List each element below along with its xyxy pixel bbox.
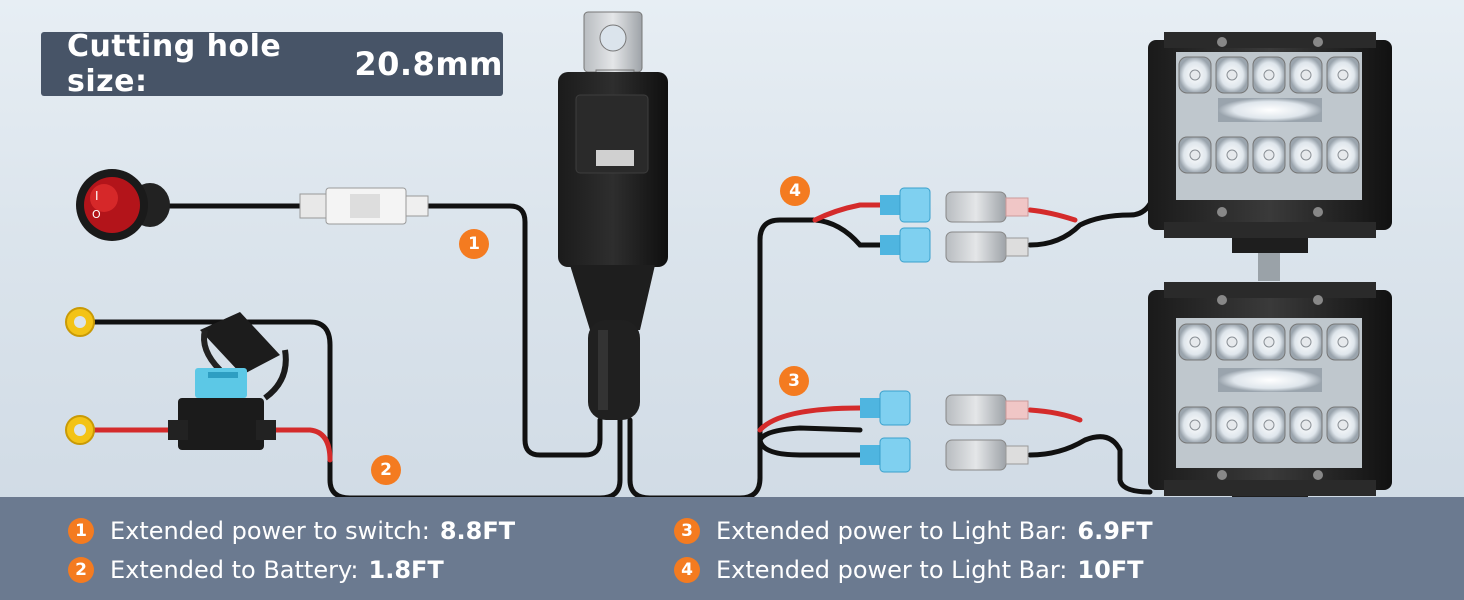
- legend-panel: 1 Extended power to switch: 8.8FT 2 Exte…: [0, 497, 1464, 600]
- legend-num-2: 2: [68, 557, 94, 583]
- legend-item-1: 1 Extended power to switch: 8.8FT: [68, 517, 515, 545]
- blue-connectors: [860, 187, 931, 473]
- white-plug-connector-icon: [299, 187, 429, 225]
- svg-text:O: O: [92, 208, 101, 221]
- rocker-switch-icon: I O: [76, 169, 170, 241]
- light-bar-top-leds: [1178, 56, 1360, 174]
- legend-value-4: 10FT: [1077, 556, 1144, 584]
- bottom-led-chip-1-1: [1226, 419, 1238, 431]
- ring-terminal-bottom: [65, 415, 95, 445]
- badge-1: 1: [459, 229, 489, 259]
- legend-num-3: 3: [674, 518, 700, 544]
- cutting-hole-size-banner: Cutting hole size: 20.8mm: [41, 29, 503, 99]
- blue-connector-3-bottom: [860, 437, 911, 473]
- legend-num-1: 1: [68, 518, 94, 544]
- relay-icon: [558, 11, 668, 420]
- spade-terminals: [945, 191, 1029, 471]
- black-wires: [87, 187, 1158, 501]
- top-led-chip-0-2: [1263, 69, 1275, 81]
- legend-value-3: 6.9FT: [1077, 517, 1153, 545]
- top-led-chip-0-4: [1337, 69, 1349, 81]
- fuse-holder-icon: [168, 312, 289, 450]
- top-led-chip-1-3: [1300, 149, 1312, 161]
- badge-2: 2: [371, 455, 401, 485]
- bottom-led-chip-1-2: [1263, 419, 1275, 431]
- bottom-led-chip-0-3: [1300, 336, 1312, 348]
- legend-text-1: Extended power to switch:: [110, 517, 430, 545]
- legend-value-1: 8.8FT: [439, 517, 516, 545]
- legend-item-3: 3 Extended power to Light Bar: 6.9FT: [674, 517, 1153, 545]
- svg-text:I: I: [95, 189, 99, 203]
- badge-3: 3: [779, 366, 809, 396]
- bottom-led-chip-0-2: [1263, 336, 1275, 348]
- blue-connector-3-top: [860, 390, 911, 426]
- red-wires: [87, 202, 1083, 463]
- blue-connector-4-bottom: [880, 227, 931, 263]
- legend-num-4: 4: [674, 557, 700, 583]
- top-led-chip-1-2: [1263, 149, 1275, 161]
- cutting-hole-label: Cutting hole size:: [67, 29, 282, 99]
- blue-connector-4-top: [880, 187, 931, 223]
- ring-terminal-top: [65, 307, 95, 337]
- bottom-led-chip-0-4: [1337, 336, 1349, 348]
- legend-item-4: 4 Extended power to Light Bar: 10FT: [674, 556, 1144, 584]
- legend-text-3: Extended power to Light Bar:: [716, 517, 1068, 545]
- bottom-led-chip-0-1: [1226, 336, 1238, 348]
- cutting-hole-value: 20.8mm: [354, 45, 503, 83]
- top-led-chip-0-3: [1300, 69, 1312, 81]
- legend-text-4: Extended power to Light Bar:: [716, 556, 1068, 584]
- badge-4: 4: [780, 176, 810, 206]
- legend-value-2: 1.8FT: [368, 556, 444, 584]
- light-bar-bottom-leds: [1178, 323, 1360, 444]
- top-led-chip-1-4: [1337, 149, 1349, 161]
- legend-text-2: Extended to Battery:: [110, 556, 359, 584]
- bottom-led-chip-1-0: [1189, 419, 1201, 431]
- top-led-chip-1-1: [1226, 149, 1238, 161]
- top-led-chip-1-0: [1189, 149, 1201, 161]
- bottom-led-chip-1-4: [1337, 419, 1349, 431]
- top-led-chip-0-0: [1189, 69, 1201, 81]
- legend-item-2: 2 Extended to Battery: 1.8FT: [68, 556, 444, 584]
- bottom-led-chip-1-3: [1300, 419, 1312, 431]
- top-led-chip-0-1: [1226, 69, 1238, 81]
- bottom-led-chip-0-0: [1189, 336, 1201, 348]
